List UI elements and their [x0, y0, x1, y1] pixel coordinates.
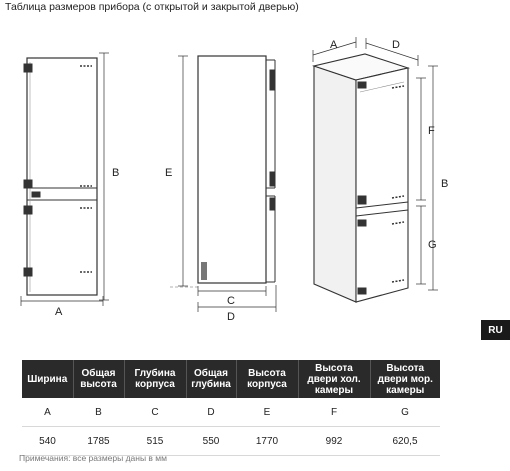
table-cell: 515	[124, 426, 186, 456]
table-cell: D	[186, 398, 236, 427]
side-view	[170, 55, 277, 312]
table-cell: 540	[22, 426, 73, 456]
table-cell: 550	[186, 426, 236, 456]
table-cell: C	[124, 398, 186, 427]
label-side-depth-body: C	[227, 295, 235, 307]
table-cell: G	[370, 398, 440, 427]
label-iso-depth: D	[392, 39, 400, 51]
label-side-height: E	[165, 167, 172, 179]
label-front-width: A	[55, 306, 63, 318]
table-cell: B	[73, 398, 124, 427]
table-cell: A	[22, 398, 73, 427]
page-title: Таблица размеров прибора (с открытой и з…	[5, 1, 299, 13]
front-view	[20, 52, 109, 306]
table-cell: 1785	[73, 426, 124, 456]
table-cell: 620,5	[370, 426, 440, 456]
table-row-values: 540 1785 515 550 1770 992 620,5	[22, 426, 440, 456]
table-cell: 992	[298, 426, 370, 456]
label-iso-door-upper: F	[428, 125, 435, 137]
label-iso-width: A	[330, 39, 338, 51]
label-front-height: B	[112, 167, 119, 179]
label-iso-height: B	[441, 178, 448, 190]
table-cell: 1770	[236, 426, 298, 456]
table-cell: F	[298, 398, 370, 427]
table-row-letters: A B C D E F G	[22, 398, 440, 427]
language-badge: RU	[481, 320, 510, 340]
header-width: Ширина	[22, 360, 74, 398]
isometric-view	[311, 37, 438, 303]
label-iso-door-lower: G	[428, 239, 437, 251]
label-side-depth-total: D	[227, 311, 235, 323]
footnote: Примечания: все размеры даны в мм	[19, 453, 167, 463]
dimension-drawing: B A E C D A D F G B	[20, 37, 448, 323]
table-cell: E	[236, 398, 298, 427]
